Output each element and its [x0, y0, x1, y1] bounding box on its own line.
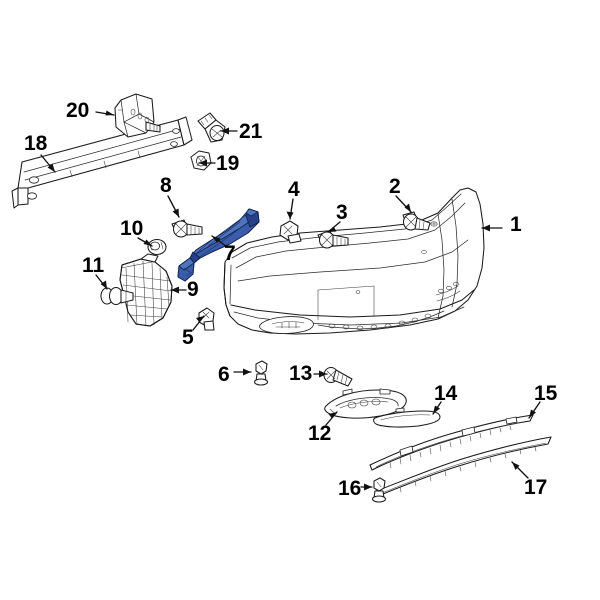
leader-lines [40, 110, 541, 491]
callout-label-4: 4 [288, 178, 300, 201]
callout-label-7: 7 [224, 242, 236, 265]
part-grommet-nut-10 [147, 238, 167, 256]
part-energy-absorber-bracket [114, 93, 161, 138]
callout-label-17: 17 [524, 476, 548, 499]
part-push-pin-clip-6 [253, 360, 269, 386]
callout-label-16: 16 [338, 477, 362, 500]
callout-label-14: 14 [434, 382, 458, 405]
part-push-pin-clip-16 [371, 477, 387, 503]
callout-label-13: 13 [289, 362, 313, 385]
callout-label-12: 12 [308, 422, 332, 445]
callout-label-6: 6 [218, 363, 230, 386]
part-flange-nut-19 [190, 150, 212, 171]
part-bumper-side-support-9 [119, 253, 173, 327]
part-rear-bumper-cover [223, 187, 485, 335]
part-bumper-side-retainer-bracket-7-highlighted [177, 208, 260, 282]
callout-label-11: 11 [82, 254, 105, 277]
callout-label-15: 15 [534, 382, 558, 405]
part-reflector-assembly-12 [324, 388, 407, 419]
callout-label-19: 19 [216, 152, 240, 175]
part-lower-valance-trim-15 [369, 414, 534, 471]
part-bolt-flange-3 [317, 230, 349, 249]
callout-label-3: 3 [336, 201, 348, 224]
part-screw-tapping-13 [323, 366, 353, 387]
callout-label-1: 1 [510, 213, 522, 236]
callout-label-2: 2 [389, 175, 401, 198]
callout-label-18: 18 [24, 132, 48, 155]
part-bolt-washer-21 [197, 112, 226, 143]
callout-label-9: 9 [187, 278, 199, 301]
part-bolt-flange-2 [402, 211, 431, 231]
part-reflector-lens-14 [373, 407, 441, 428]
callout-label-5: 5 [182, 326, 194, 349]
callout-label-8: 8 [160, 174, 172, 197]
part-clip-retainer-4 [279, 220, 302, 244]
part-bolt-flange-8 [171, 219, 203, 238]
part-push-pin-clip-11 [100, 286, 134, 306]
callout-label-20: 20 [66, 99, 90, 122]
callout-label-21: 21 [239, 120, 263, 143]
part-bumper-reinforcement-beam [11, 116, 193, 209]
callout-label-10: 10 [120, 217, 144, 240]
part-lower-bumper-molding-17 [375, 436, 552, 497]
